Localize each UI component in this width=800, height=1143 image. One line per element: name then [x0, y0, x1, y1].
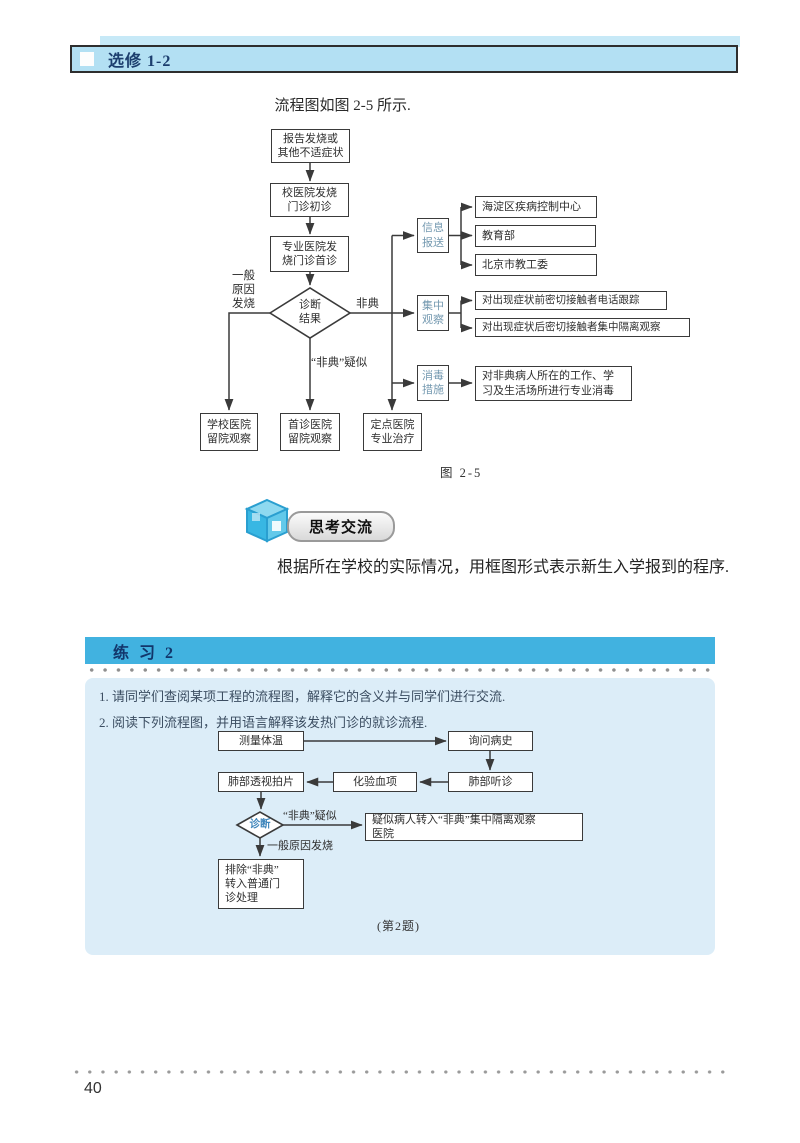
- flow-box-measure-temperature: 测量体温: [218, 731, 304, 751]
- exercise-flowchart: 测量体温 询问病史 肺部听诊 化验血项 肺部透视拍片 诊断 疑似病人转入“非典”…: [150, 725, 630, 940]
- label-general-fever-2: 一般原因发烧: [267, 840, 333, 852]
- label-general-fever: 一般 原因 发烧: [232, 270, 255, 310]
- think-exchange-badge: 思考交流: [287, 511, 395, 542]
- flow-box-info-report: 信息 报送: [417, 218, 449, 253]
- think-exchange-text: 根据所在学校的实际情况，用框图形式表示新生入学报到的程序.: [277, 559, 730, 576]
- think-exchange-label: 思考交流: [308, 520, 373, 536]
- flow-box-professional-disinfect: 对非典病人所在的工作、学 习及生活场所进行专业消毒: [475, 366, 632, 401]
- flow-box-professional-clinic: 专业医院发 烧门诊首诊: [270, 236, 349, 272]
- flow-box-beijing-committee: 北京市教工委: [475, 254, 597, 276]
- flow-box-blood-test: 化验血项: [333, 772, 417, 792]
- flow-box-firstvisit-observe: 首诊医院 留院观察: [280, 413, 340, 451]
- exercise-item-1: 1. 请同学们查阅某项工程的流程图，解释它的含义并与同学们进行交流.: [99, 689, 506, 704]
- figure-2-5: 报告发烧或 其他不适症状 校医院发烧 门诊初诊 专业医院发 烧门诊首诊 诊断 结…: [190, 125, 740, 480]
- figure-caption: 图 2-5: [440, 466, 483, 480]
- flow-box-haidian-cdc: 海淀区疾病控制中心: [475, 196, 597, 218]
- flow-box-school-clinic: 校医院发烧 门诊初诊: [270, 183, 349, 217]
- header-square-icon: [80, 52, 94, 66]
- flow-box-quarantine-observe: 对出现症状后密切接触者集中隔离观察: [475, 318, 690, 337]
- flow-box-school-observe: 学校医院 留院观察: [200, 413, 258, 451]
- exercise-flowchart-caption: (第2题): [377, 919, 420, 933]
- flow-box-exclude-sars: 排除“非典” 转入普通门 诊处理: [218, 859, 304, 909]
- exercise-dotted-divider: [85, 666, 715, 674]
- label-sars-suspect-2: “非典”疑似: [283, 810, 337, 822]
- exercise-item-2: 2. 阅读下列流程图，并用语言解释该发热门诊的就诊流程.: [99, 715, 428, 730]
- exercise-title: 练 习 2: [113, 644, 177, 662]
- exercise-header-bar: 练 习 2: [85, 637, 715, 664]
- flow-box-ask-history: 询问病史: [448, 731, 533, 751]
- flow-box-designated-hospital: 定点医院 专业治疗: [363, 413, 422, 451]
- flowchart-connectors: [224, 163, 473, 411]
- think-cube-icon: [244, 498, 290, 543]
- flow-box-phone-tracking: 对出现症状前密切接触者电话跟踪: [475, 291, 667, 310]
- label-sars-suspect: “非典”疑似: [311, 357, 368, 369]
- flow-box-central-observe: 集中 观察: [417, 295, 449, 331]
- flow-box-lung-auscultation: 肺部听诊: [448, 772, 533, 792]
- footer-dotted-divider: [70, 1068, 732, 1076]
- label-sars: 非典: [356, 298, 379, 310]
- exercise-flowchart-connectors: [235, 736, 495, 857]
- flow-box-report-symptoms: 报告发烧或 其他不适症状: [271, 129, 350, 163]
- flow-diamond-diagnosis: 诊断: [249, 819, 271, 831]
- intro-text: 流程图如图 2-5 所示.: [274, 98, 411, 114]
- flow-box-transfer-quarantine-hospital: 疑似病人转入“非典”集中隔离观察 医院: [365, 813, 583, 841]
- flow-box-chest-xray: 肺部透视拍片: [218, 772, 304, 792]
- flow-box-disinfect: 消毒 措施: [417, 365, 449, 401]
- chapter-title: 选修 1-2: [108, 53, 172, 70]
- page-number: 40: [84, 1080, 102, 1097]
- flow-diamond-diagnosis-result: 诊断 结果: [299, 299, 321, 325]
- flow-box-ministry-education: 教育部: [475, 225, 596, 247]
- chapter-header: 选修 1-2: [70, 45, 738, 73]
- header-accent-strip: [100, 36, 740, 47]
